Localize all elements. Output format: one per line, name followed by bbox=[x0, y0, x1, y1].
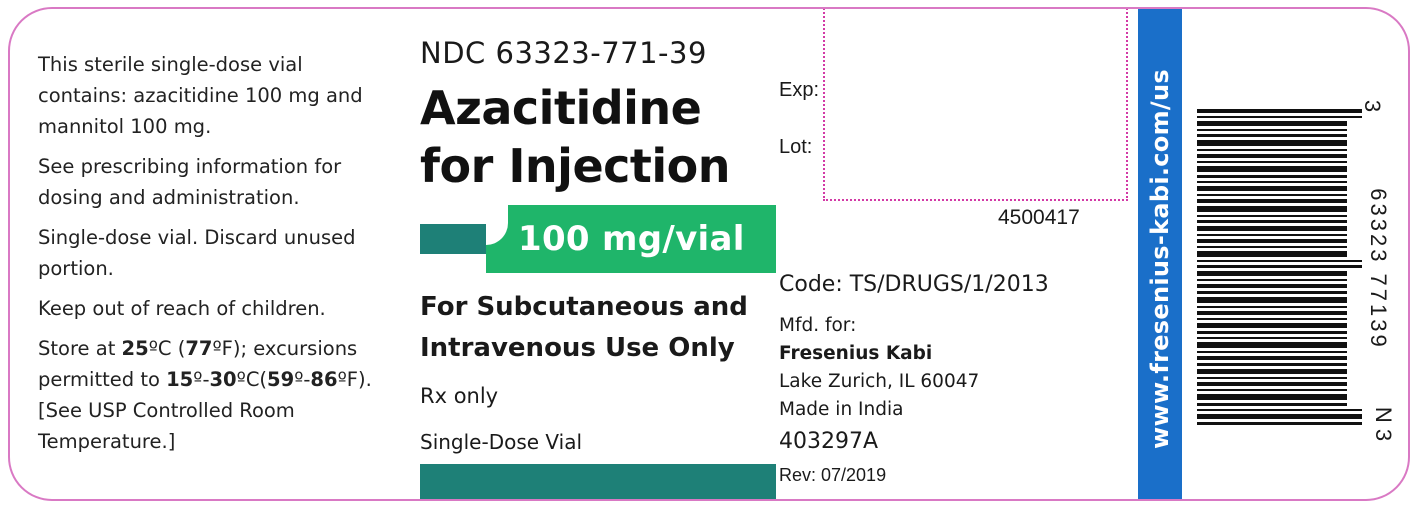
item-number: 4500417 bbox=[998, 206, 1080, 229]
country-of-origin: Made in India bbox=[779, 399, 904, 420]
strength-banner-notch bbox=[486, 205, 508, 245]
route-of-administration: For Subcutaneous and Intravenous Use Onl… bbox=[420, 292, 748, 363]
teal-accent-bar bbox=[420, 464, 776, 499]
website-url: www.fresenius-kabi.com/us bbox=[1146, 69, 1174, 449]
barcode-icon bbox=[1197, 109, 1362, 425]
strength-text: 100 mg/vial bbox=[518, 219, 745, 259]
company-address: Lake Zurich, IL 60047 bbox=[779, 371, 980, 392]
barcode-digit-bottom: N 3 bbox=[1371, 406, 1397, 442]
product-code: 403297A bbox=[779, 429, 879, 454]
drug-name: Azacitidine for Injection bbox=[420, 81, 731, 193]
vial-type: Single-Dose Vial bbox=[420, 430, 583, 454]
lot-label: Lot: bbox=[779, 136, 813, 158]
single-dose-statement: Single-dose vial. Discard unused portion… bbox=[38, 226, 356, 280]
storage-statement: Store at 25ºC (77ºF); excursions permitt… bbox=[38, 337, 372, 453]
mfd-for-label: Mfd. for: bbox=[779, 315, 857, 336]
vial-contents-statement: This sterile single-dose vial contains: … bbox=[38, 53, 363, 138]
license-code: Code: TS/DRUGS/1/2013 bbox=[779, 272, 1049, 297]
keep-out-of-reach-statement: Keep out of reach of children. bbox=[38, 297, 326, 320]
revision-date: Rev: 07/2019 bbox=[779, 465, 887, 485]
barcode-digit-top: 3 bbox=[1360, 99, 1386, 113]
exp-label: Exp: bbox=[779, 79, 820, 101]
manufacturer-block: Mfd. for: Fresenius Kabi Lake Zurich, IL… bbox=[779, 312, 979, 424]
drug-vial-label: This sterile single-dose vial contains: … bbox=[8, 7, 1410, 501]
barcode-digits: 63323 77139 bbox=[1366, 188, 1391, 350]
strength-banner bbox=[486, 205, 776, 273]
brand-band bbox=[1138, 9, 1182, 499]
company-name: Fresenius Kabi bbox=[779, 343, 933, 364]
rx-only: Rx only bbox=[420, 384, 499, 408]
label-left-panel: This sterile single-dose vial contains: … bbox=[38, 49, 398, 466]
exp-lot-print-area bbox=[823, 9, 1128, 201]
ndc-number: NDC 63323-771-39 bbox=[420, 36, 707, 70]
prescribing-info-statement: See prescribing information for dosing a… bbox=[38, 155, 342, 209]
